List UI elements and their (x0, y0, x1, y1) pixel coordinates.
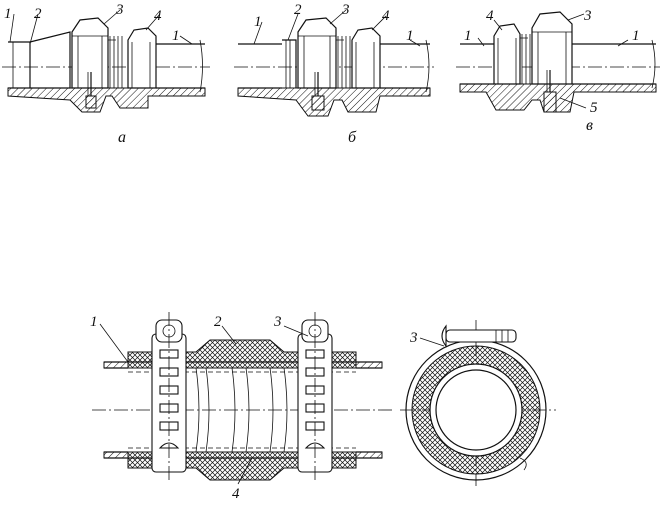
figure-b: 1 2 3 4 1 б (234, 2, 434, 146)
label-3: 3 (409, 330, 418, 346)
pipe-outer (429, 363, 523, 457)
pipe-inner (435, 369, 517, 451)
label-3: 3 (341, 2, 350, 18)
figure-a: 1 2 3 4 1 а (2, 2, 210, 146)
leader-lines (419, 337, 445, 347)
section-wall (7, 87, 206, 113)
label-4: 4 (154, 8, 162, 24)
label-4: 4 (486, 8, 494, 24)
leader-lines (477, 13, 629, 109)
pipe-right (380, 43, 430, 89)
label-1-right: 1 (406, 28, 414, 44)
label-3: 3 (115, 2, 124, 18)
label-3: 3 (583, 8, 592, 24)
nut-3 (71, 17, 109, 89)
hose-clamp-side-view: 1 2 3 4 (90, 312, 392, 502)
label-1: 1 (254, 14, 262, 30)
pipe-left (8, 41, 31, 89)
label-2: 2 (34, 6, 42, 22)
label-2: 2 (214, 314, 222, 330)
pipe-right (572, 43, 656, 85)
clamp-screw (445, 329, 517, 343)
section-wall (459, 83, 657, 113)
figure-v: 4 3 1 1 5 в (456, 8, 660, 134)
label-5: 5 (590, 100, 598, 116)
label-1: 1 (4, 6, 12, 22)
pipe-right (156, 43, 205, 89)
label-4: 4 (382, 8, 390, 24)
leader-lines (253, 9, 421, 47)
leader-lines (99, 323, 309, 485)
label-3: 3 (273, 314, 282, 330)
label-2: 2 (294, 2, 302, 18)
caption-v: в (586, 117, 593, 134)
caption-b: б (348, 129, 357, 146)
leader-lines (9, 9, 193, 45)
label-1-right: 1 (172, 28, 180, 44)
label-1: 1 (464, 28, 472, 44)
ferrule (282, 39, 297, 88)
hose-clamp-section-view: 3 (400, 320, 556, 486)
pipe-left (238, 43, 282, 89)
caption-a: а (118, 129, 126, 146)
label-4: 4 (232, 486, 240, 502)
cone-fitting (29, 31, 71, 89)
label-1: 1 (90, 314, 98, 330)
label-1-right: 1 (632, 28, 640, 44)
pipe-left (460, 43, 494, 85)
corrugations (195, 367, 288, 453)
section-wall (237, 87, 431, 117)
